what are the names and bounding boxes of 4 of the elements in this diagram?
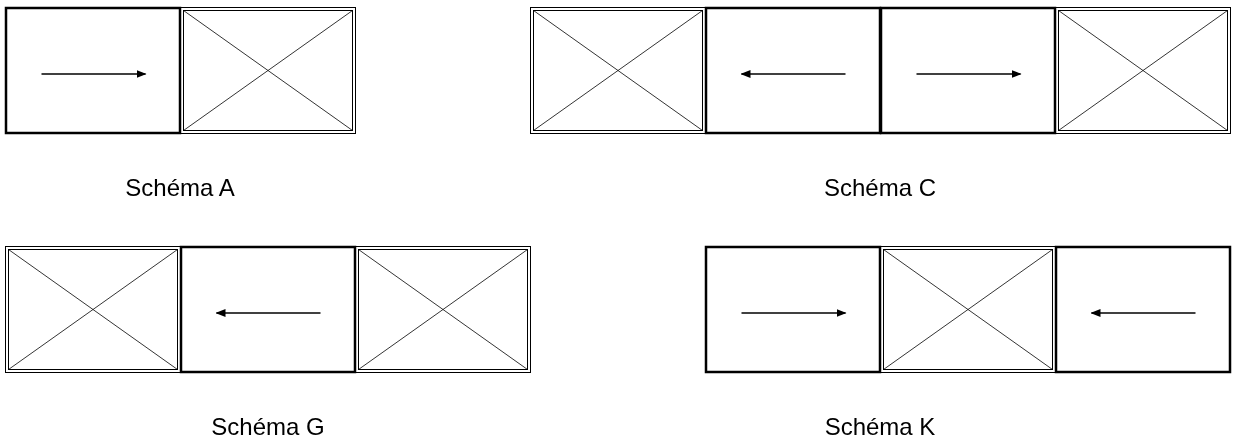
scheme-label: Schéma A bbox=[125, 174, 235, 202]
scheme-label: Schéma G bbox=[211, 413, 325, 441]
scheme-label: Schéma K bbox=[824, 413, 936, 441]
scheme-label: Schéma C bbox=[824, 174, 936, 202]
